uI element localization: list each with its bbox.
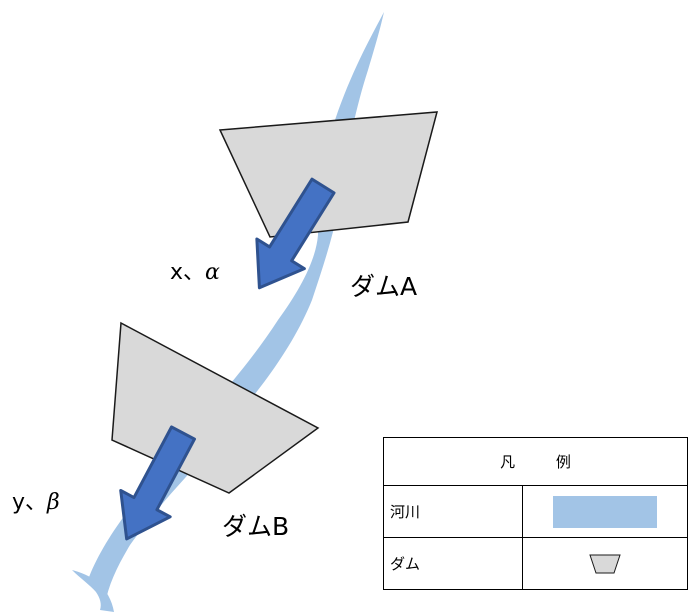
flow-arrow-b <box>119 425 196 541</box>
dam-a <box>218 111 438 238</box>
dam-b <box>111 321 320 494</box>
legend-title: 凡 例 <box>383 437 688 486</box>
flow-b-variable: y、 <box>12 490 48 515</box>
legend-symbol-cell-river <box>522 485 688 538</box>
flow-a-symbol: α <box>205 260 220 285</box>
dam-a-label: ダムA <box>350 272 418 301</box>
flow-b-label: y、β <box>12 484 60 516</box>
legend-row-dam: ダム <box>383 537 688 590</box>
flow-arrow-a <box>255 177 336 290</box>
flow-a-variable: x、 <box>170 260 206 285</box>
river-tail <box>72 570 114 612</box>
legend-symbol-cell-dam <box>522 537 688 590</box>
dam-b-label: ダムB <box>222 512 290 541</box>
legend-label-dam: ダム <box>383 537 523 590</box>
river-swatch-icon <box>553 495 657 528</box>
dam-swatch-icon <box>589 554 621 573</box>
legend-label-river: 河川 <box>383 485 523 538</box>
flow-a-label: x、α <box>170 254 220 286</box>
flow-b-symbol: β <box>47 490 60 515</box>
legend-row-river: 河川 <box>383 485 688 538</box>
legend: 凡 例 河川 ダム <box>383 437 688 590</box>
river <box>88 12 384 605</box>
